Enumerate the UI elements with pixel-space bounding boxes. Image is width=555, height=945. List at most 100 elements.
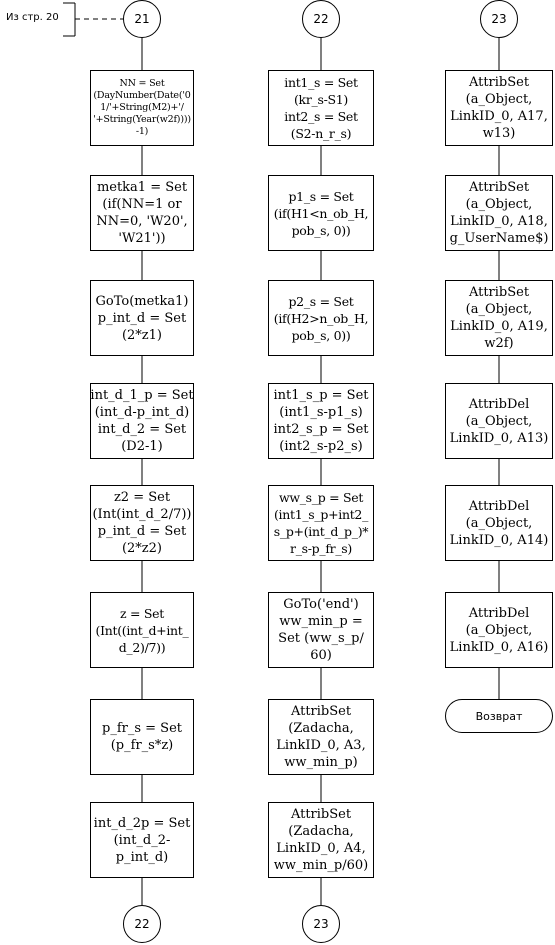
col3-process-box-1: AttribSet (a_Object, LinkID_0, A17, w13)	[445, 70, 553, 146]
col3-connector-top: 23	[480, 0, 518, 38]
box-text-line: p_int_d = Set	[97, 310, 187, 326]
box-text-line: AttribSet	[290, 704, 352, 719]
col1-process-box-6: z = Set(Int((int_d+int_d_2)/7))	[90, 592, 194, 668]
box-text-line: z2 = Set	[113, 490, 171, 505]
box-text-line: metka1 = Set	[96, 180, 188, 195]
box-text-line: (DayNumber(Date('0	[93, 90, 191, 101]
box-text-line: (2*z1)	[121, 327, 163, 343]
box-text-line: AttribDel	[468, 498, 530, 514]
box-text-line: 'W21'))	[118, 231, 166, 246]
box-text-line: (a_Object,	[465, 92, 533, 107]
box-text-line: (S2-n_r_s)	[290, 126, 352, 141]
box-text-line: (int2_s-p2_s)	[279, 439, 363, 454]
box-text-line: (p_fr_s*z)	[110, 738, 174, 753]
box-text-line: (kr_s-S1)	[293, 92, 348, 107]
box-text-line: ww_min_p/60)	[273, 858, 369, 873]
box-text-line: pob_s, 0))	[291, 222, 351, 238]
box-text-line: (int_d-p_int_d)	[94, 405, 190, 420]
terminal-return: Возврат	[445, 699, 553, 733]
box-text-line: NN=0, 'W20',	[96, 214, 188, 229]
box-text-line: (int1_s_p+int2_	[273, 507, 369, 522]
box-text-line: (Zadacha,	[288, 721, 354, 736]
box-text-line: w2f)	[484, 336, 514, 351]
box-text-line: LinkID_0, A4,	[276, 841, 366, 856]
box-text-line: AttribSet	[468, 285, 530, 300]
col2-process-box-1: int1_s = Set (kr_s-S1) int2_s = Set (S2-n_r…	[268, 70, 374, 146]
col1-connector-bottom: 22	[123, 905, 161, 943]
box-text-line: LinkID_0, A14)	[449, 532, 549, 548]
box-text-line: LinkID_0, A17,	[450, 109, 548, 124]
col1-process-box-4: int_d_1_p = Set (int_d-p_int_d) int_d_2 = …	[90, 383, 194, 459]
box-text-line: (D2-1)	[121, 439, 163, 454]
box-text-line: (a_Object,	[465, 302, 533, 317]
col1-process-box-5: z2 = Set (Int(int_d_2/7)) p_int_d = Set (2*…	[90, 485, 194, 561]
box-text-line: AttribDel	[468, 605, 530, 621]
box-text-line: (if(NN=1 or	[102, 197, 182, 212]
box-text-line: AttribSet	[468, 180, 530, 195]
box-text-line: LinkID_0, A19,	[450, 319, 548, 334]
box-text-line: (if(H2>n_ob_H,	[273, 310, 369, 326]
col3-process-box-5: AttribDel(a_Object,LinkID_0, A14)	[445, 485, 553, 561]
box-text-line: d_2)/7))	[118, 639, 166, 655]
col1-process-box-8: int_d_2p = Set(int_d_2-p_int_d)	[90, 802, 194, 878]
box-text-line: int_d_1_p = Set	[90, 388, 194, 403]
offpage-reference-label: Из стр. 20	[6, 12, 59, 23]
box-text-line: GoTo('end')	[283, 597, 359, 612]
col3-process-box-3: AttribSet (a_Object, LinkID_0, A19, w2f)	[445, 280, 553, 356]
box-text-line: p_int_d = Set	[97, 524, 187, 539]
box-text-line: r_s-p_fr_s)	[290, 541, 352, 556]
col2-process-box-2: p1_s = Set(if(H1<n_ob_H,pob_s, 0))	[268, 175, 374, 251]
box-text-line: LinkID_0, A18,	[450, 214, 548, 229]
box-text-line: (Int(int_d_2/7))	[92, 507, 192, 522]
box-text-line: ww_min_p)	[284, 755, 358, 770]
box-text-line: (2*z2)	[121, 541, 163, 556]
col3-process-box-4: AttribDel(a_Object,LinkID_0, A13)	[445, 383, 553, 459]
col2-process-box-7: AttribSet (Zadacha, LinkID_0, A3, ww_min_p)	[268, 699, 374, 775]
box-text-line: (if(H1<n_ob_H,	[273, 205, 369, 221]
box-text-line: LinkID_0, A3,	[276, 738, 366, 753]
box-text-line: -1)	[135, 126, 149, 137]
box-text-line: (Int((int_d+int_	[95, 622, 189, 638]
box-text-line: p1_s = Set	[288, 188, 354, 204]
col2-connector-bottom: 23	[302, 905, 340, 943]
box-text-line: pob_s, 0))	[291, 327, 351, 343]
box-text-line: GoTo(metka1)	[95, 293, 189, 309]
box-text-line: w13)	[482, 126, 516, 141]
box-text-line: g_UserName$)	[449, 231, 549, 246]
col2-process-box-8: AttribSet (Zadacha, LinkID_0, A4, ww_min_p/…	[268, 802, 374, 878]
col2-connector-top: 22	[302, 0, 340, 38]
col2-process-box-5: ww_s_p = Set (int1_s_p+int2_ s_p+(int_d_p_…	[268, 485, 374, 561]
col1-connector-top: 21	[123, 0, 161, 38]
box-text-line: p_int_d)	[115, 849, 169, 865]
box-text-line: ww_s_p = Set	[278, 490, 364, 505]
box-text-line: AttribSet	[468, 75, 530, 90]
box-text-line: (a_Object,	[465, 622, 533, 638]
box-text-line: int_d_2p = Set	[93, 815, 191, 831]
box-text-line: (a_Object,	[465, 413, 533, 429]
box-text-line: z = Set	[120, 605, 164, 621]
box-text-line: int_d_2 = Set	[97, 422, 187, 437]
box-text-line: int2_s = Set	[284, 109, 358, 124]
box-text-line: 1/'+String(M2)+'/	[100, 102, 184, 113]
col1-process-box-3: GoTo(metka1)p_int_d = Set(2*z1)	[90, 280, 194, 356]
box-text-line: NN = Set	[119, 78, 165, 89]
box-text-line: (Zadacha,	[288, 824, 354, 839]
box-text-line: (a_Object,	[465, 197, 533, 212]
box-text-line: LinkID_0, A13)	[449, 430, 549, 446]
box-text-line: '+String(Year(w2f))))	[93, 114, 191, 125]
box-text-line: s_p+(int_d_p_)*	[273, 524, 369, 539]
box-text-line: int1_s_p = Set	[273, 388, 369, 403]
box-text-line: Set (ww_s_p/	[278, 631, 364, 646]
box-text-line: int1_s = Set	[284, 75, 358, 90]
box-text-line: p_fr_s = Set	[102, 721, 182, 736]
box-text-line: p2_s = Set	[288, 293, 354, 309]
box-text-line: ww_min_p =	[279, 614, 363, 629]
box-text-line: 60)	[310, 648, 332, 663]
col3-process-box-6: AttribDel(a_Object,LinkID_0, A16)	[445, 592, 553, 668]
col1-process-box-2: metka1 = Set (if(NN=1 or NN=0, 'W20', 'W21'…	[90, 175, 194, 251]
col3-process-box-2: AttribSet (a_Object, LinkID_0, A18, g_UserN…	[445, 175, 553, 251]
col2-process-box-6: GoTo('end') ww_min_p = Set (ww_s_p/60)	[268, 592, 374, 668]
box-text-line: AttribSet	[290, 807, 352, 822]
